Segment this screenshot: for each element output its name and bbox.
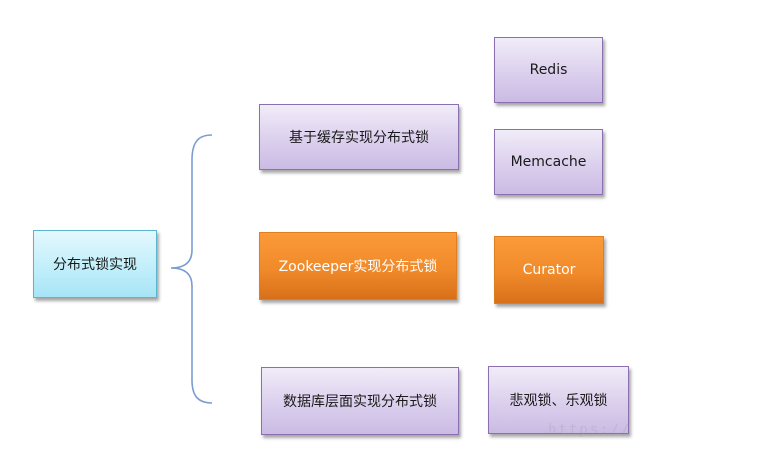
- leaf-node-curator: Curator: [494, 236, 604, 304]
- root-node: 分布式锁实现: [33, 230, 157, 298]
- leaf-node-curator-label: Curator: [522, 262, 576, 278]
- leaf-node-redis: Redis: [494, 37, 603, 103]
- brace-path: [170, 134, 213, 404]
- leaf-node-memcache-label: Memcache: [510, 154, 587, 170]
- leaf-node-locks-label: 悲观锁、乐观锁: [509, 393, 608, 409]
- branch-node-database: 数据库层面实现分布式锁: [261, 367, 459, 435]
- leaf-node-redis-label: Redis: [529, 62, 568, 78]
- branch-node-cache-label: 基于缓存实现分布式锁: [289, 130, 429, 146]
- watermark: https://: [548, 422, 632, 438]
- root-node-label: 分布式锁实现: [53, 257, 137, 273]
- branch-node-database-label: 数据库层面实现分布式锁: [283, 394, 437, 410]
- leaf-node-memcache: Memcache: [494, 129, 603, 195]
- branch-node-zookeeper: Zookeeper实现分布式锁: [259, 232, 457, 300]
- leaf-node-pessimistic-optimistic-lock: 悲观锁、乐观锁: [488, 366, 629, 434]
- branch-node-cache: 基于缓存实现分布式锁: [259, 104, 459, 170]
- branch-node-zookeeper-label: Zookeeper实现分布式锁: [278, 259, 438, 275]
